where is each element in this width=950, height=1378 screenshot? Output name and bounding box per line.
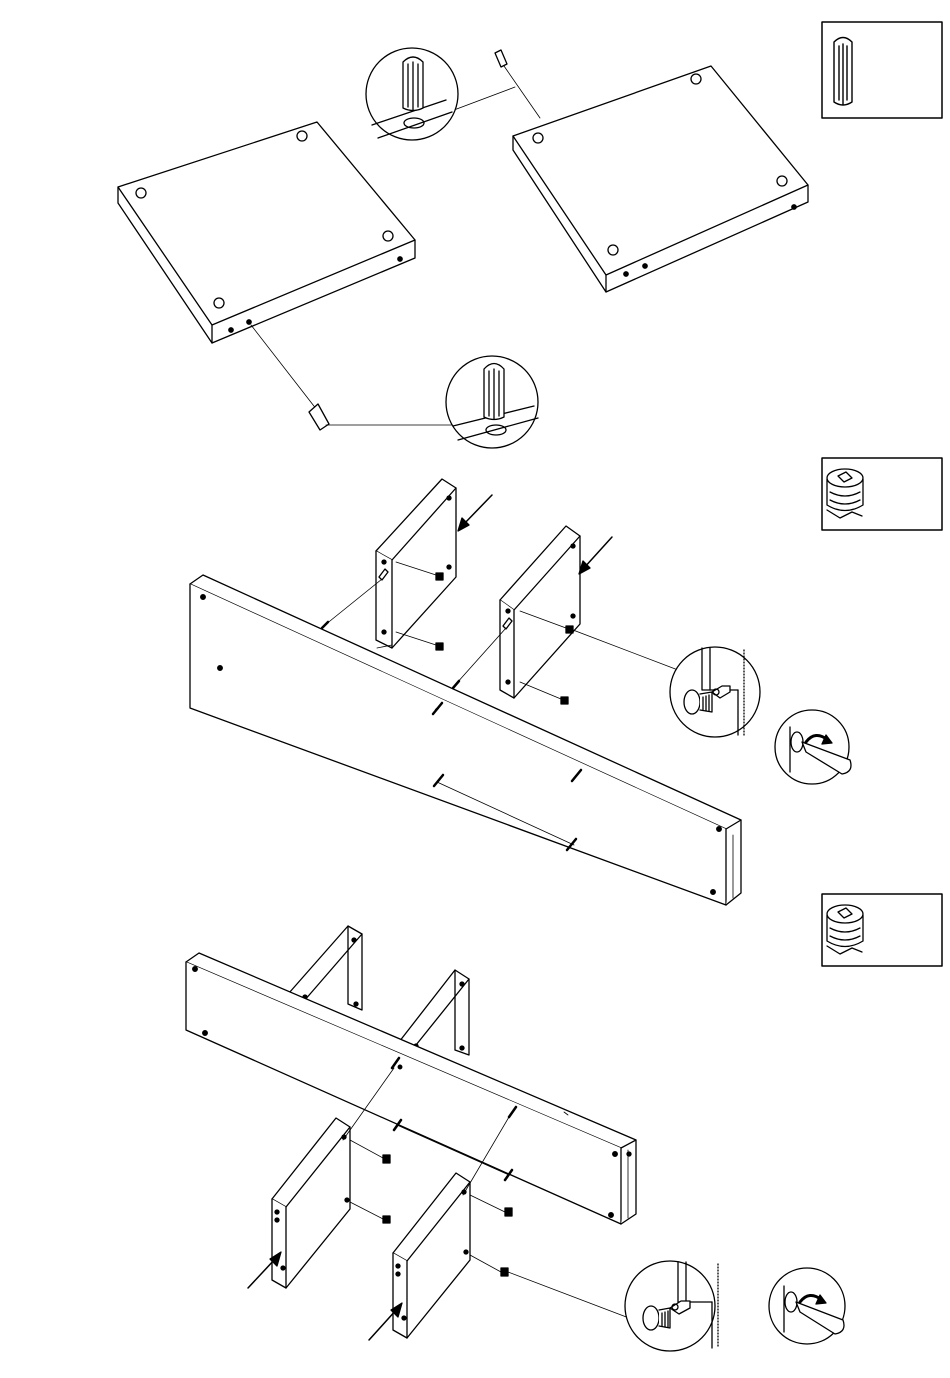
long-board-step3 [186, 953, 636, 1224]
hardware-box-cam-lock-2 [822, 894, 942, 966]
square-panel-left [118, 122, 415, 343]
hardware-box-dowel [822, 22, 942, 118]
dowel-bottom [251, 325, 455, 430]
long-board [190, 575, 741, 905]
cam-lock-zoom-2 [625, 1261, 718, 1351]
square-panel-right [513, 66, 808, 292]
dowel-insert-zoom-top [366, 48, 458, 140]
push-arrow-a [458, 495, 492, 531]
step-1 [118, 22, 942, 448]
push-arrow-b [579, 537, 612, 574]
hardware-box-cam-lock [822, 458, 942, 530]
divider-panel-a [322, 479, 456, 650]
step-3 [186, 894, 942, 1351]
dowel-icon [834, 38, 852, 106]
screwdriver-turn-zoom-2 [769, 1268, 845, 1344]
cam-lock-zoom [670, 647, 760, 737]
divider-panel-b [453, 526, 678, 704]
dowel-insert-zoom-bottom [446, 356, 538, 448]
step-2 [190, 458, 942, 905]
screwdriver-turn-zoom [775, 710, 851, 784]
dowel-top [446, 50, 540, 118]
upper-divider-b [399, 970, 469, 1055]
